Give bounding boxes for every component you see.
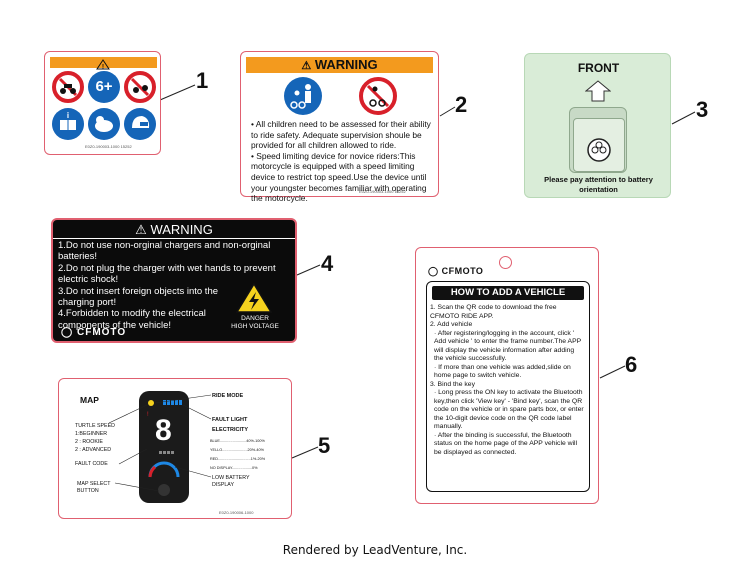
helmet-icon [124, 108, 156, 140]
label-3-title: FRONT [577, 61, 620, 75]
callout-1: 1 [196, 68, 209, 93]
label-5-electricity: ELECTRICITY [212, 427, 249, 433]
label-1-warning-bar: ! [50, 57, 157, 71]
leader-line-3 [671, 111, 696, 125]
protective-gear-icon [88, 108, 120, 140]
footer-credit: Rendered by LeadVenture, Inc. [282, 543, 468, 557]
label-5-pointers [108, 394, 212, 492]
age-limit-icon: 6+ [88, 71, 120, 103]
label-4-item-2: 2.Do not plug the charger with wet hands… [58, 262, 276, 286]
dashboard-display: ! 8 [139, 391, 189, 503]
label-6-step-1: 1. Scan the QR code to download the free… [430, 304, 557, 320]
label-5-fault-code: FAULT CODE [75, 461, 108, 467]
label-5-ride-mode: RIDE MODE [212, 393, 244, 399]
svg-text:!: ! [102, 65, 104, 71]
label-2-bullet-1: • All children need to be assessed for t… [251, 119, 431, 151]
high-voltage-icon [235, 282, 273, 319]
label-5-low-battery: LOW BATTERY DISPLAY [212, 475, 250, 488]
no-stunt-icon [124, 71, 156, 103]
label-6-brand: ◯ CFMOTO [428, 266, 484, 276]
child-supervision-icon [284, 77, 322, 115]
svg-text:!: ! [147, 412, 149, 418]
label-3-card: FRONT Please pay attention to battery or… [524, 53, 671, 198]
label-1-card: ! 6+ i E0Z0-190003-1000 15252 [44, 51, 161, 155]
label-4-brand: ◯ CFMOTO [61, 327, 127, 338]
label-2-bullet-2: • Speed limiting device for novice rider… [251, 150, 427, 204]
hang-hole [499, 256, 512, 269]
warning-triangle-icon-4: ⚠ [135, 222, 147, 237]
label-6-title: HOW TO ADD A VEHICLE [432, 286, 584, 300]
callout-5: 5 [318, 433, 331, 458]
label-4-danger: DANGER HIGH VOLTAGE [231, 315, 279, 330]
label-5-card: MAP RIDE MODE FAULT LIGHT ELECTRICITY BL… [58, 378, 292, 519]
label-6-step-3b: · After the binding is successful, the B… [434, 431, 578, 456]
no-passenger-icon [52, 71, 84, 103]
leader-line-2 [439, 106, 456, 117]
cfmoto-logo-icon-6: ◯ [428, 266, 439, 276]
speed-digit: 8 [155, 414, 172, 447]
label-2-title: WARNING [314, 57, 378, 72]
leader-line-1 [159, 84, 196, 101]
no-unsupervised-child-icon [359, 77, 397, 115]
cfmoto-logo-icon: ◯ [61, 327, 74, 338]
label-5-map: MAP [80, 395, 99, 405]
label-2-card: ⚠ WARNING • All children need to be asse… [240, 51, 439, 203]
label-4-list: 1.Do not use non-orginal chargers and no… [58, 240, 293, 331]
leader-line-4 [296, 264, 321, 276]
label-2-text: • All children need to be assessed for t… [251, 119, 434, 204]
label-3-note: Please pay attention to battery orientat… [544, 175, 653, 194]
leader-line-5 [291, 446, 319, 459]
callout-2: 2 [455, 92, 468, 117]
leader-line-6 [599, 365, 626, 379]
label-6-step-2b: · If more than one vehicle was added,sli… [434, 363, 571, 380]
ride-mode-indicator [148, 400, 154, 406]
up-arrow-icon [584, 80, 612, 107]
label-6-step-2: 2. Add vehicle [430, 321, 473, 328]
label-4-card: ⚠ WARNING 1.Do not use non-orginal charg… [51, 218, 297, 343]
label-4-header: ⚠ WARNING [53, 222, 295, 238]
label-6-box: HOW TO ADD A VEHICLE 1. Scan the QR code… [426, 281, 590, 492]
label-6-step-3: 3. Bind the key [430, 380, 475, 388]
callout-4: 4 [321, 251, 334, 276]
label-6-card: ◯ CFMOTO HOW TO ADD A VEHICLE 1. Scan th… [415, 247, 599, 504]
label-4-title: WARNING [150, 222, 213, 237]
label-4-item-3: 3.Do not insert foreign objects into the… [58, 285, 219, 309]
label-2-warning-header: ⚠ WARNING [246, 57, 433, 73]
label-2-code: E0Z0-190003-1000 15252 [359, 189, 406, 194]
label-6-steps: 1. Scan the QR code to download the free… [427, 300, 589, 457]
svg-text:i: i [67, 111, 69, 120]
label-5-fault-light: FAULT LIGHT [212, 417, 248, 423]
battery-slot-icon [569, 107, 627, 173]
warning-triangle-icon: ⚠ [301, 60, 312, 72]
label-5-code: E0Z0-190006-1000 [219, 510, 254, 515]
label-1-code: E0Z0-190003-1000 15252 [85, 144, 132, 149]
label-4-divider [53, 238, 295, 239]
label-4-item-1: 1.Do not use non-orginal chargers and no… [58, 240, 271, 263]
label-5-battery-legend: BLUE.........................40%-100% YE… [210, 439, 266, 470]
label-6-step-3a: · Long press the ON key to activate the … [434, 389, 584, 430]
label-4-item-4: 4.Forbidden to modify the electrical com… [58, 308, 206, 331]
label-5-map-select: MAP SELECT BUTTON [77, 481, 111, 494]
read-manual-icon: i [52, 108, 84, 140]
label-6-step-2a: · After registering/logging in the accou… [434, 329, 582, 363]
callout-3: 3 [696, 97, 709, 122]
callout-6: 6 [625, 352, 638, 377]
label-5-turtle-speed: TURTLE SPEED 1:BEGINNER 2 : ROOKIE 2 : A… [75, 423, 115, 453]
